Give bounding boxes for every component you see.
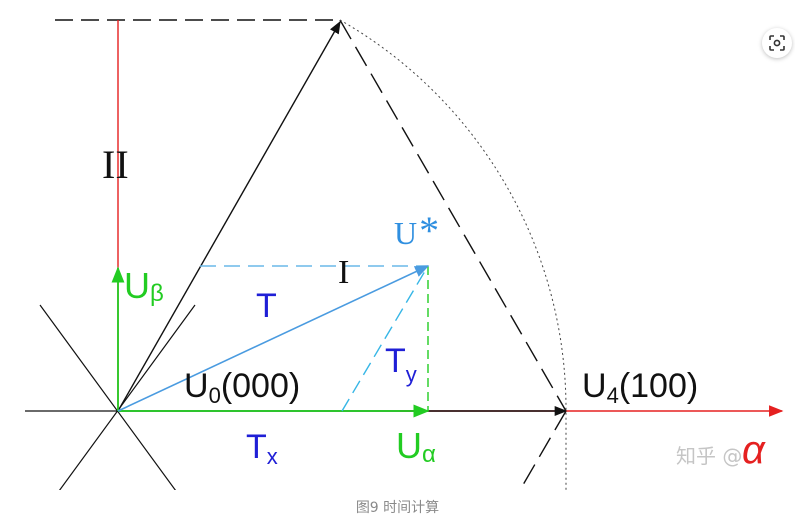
u0-main: U xyxy=(184,367,209,405)
scan-icon xyxy=(769,35,785,51)
t-x-sub: x xyxy=(267,444,278,469)
u-star-sup: * xyxy=(419,208,439,253)
u0-state: (000) xyxy=(221,367,300,405)
u-alpha-label: Uα xyxy=(396,425,436,468)
u-beta-label: Uβ xyxy=(124,265,164,307)
u0-sub: 0 xyxy=(209,383,221,408)
u-alpha-main: U xyxy=(396,425,422,466)
u4-main: U xyxy=(582,367,607,405)
sector-two-label: II xyxy=(102,142,129,187)
vector-u-star xyxy=(117,265,430,412)
u4-sub: 4 xyxy=(607,383,619,408)
limit-circle-arc xyxy=(339,19,567,490)
u-star-main: U xyxy=(394,215,417,251)
zhihu-watermark: 知乎 @ xyxy=(676,440,742,469)
u4-state: (100) xyxy=(619,367,698,405)
u4-label: U4(100) xyxy=(582,367,698,408)
sector-one-label: I xyxy=(338,254,349,291)
t-total-label: T xyxy=(256,287,277,325)
image-scan-button[interactable] xyxy=(762,28,792,58)
figure-caption: 图9 时间计算 xyxy=(355,500,440,516)
hexagon-dashed-edge xyxy=(339,19,567,412)
vector-u60 xyxy=(117,20,341,412)
svpwm-time-diagram: II I U* Uβ T Ty U0(000) U4(100) Tx Uα α xyxy=(25,19,784,490)
u-beta-sub: β xyxy=(150,280,164,307)
vector-t-y xyxy=(341,265,429,412)
u0-label: U0(000) xyxy=(184,367,300,408)
t-x-main: T xyxy=(246,428,267,466)
u-alpha-sub: α xyxy=(422,441,436,468)
u-star-label: U* xyxy=(394,208,439,253)
hexagon-dashed-edge-lower xyxy=(519,410,567,490)
t-y-sub: y xyxy=(406,362,417,387)
t-x-label: Tx xyxy=(246,428,278,469)
alpha-axis-label: α xyxy=(742,428,766,472)
t-y-main: T xyxy=(385,342,406,380)
u-beta-main: U xyxy=(124,265,150,306)
t-y-label: Ty xyxy=(385,342,417,387)
watermark-text: 知乎 @ xyxy=(676,444,743,468)
